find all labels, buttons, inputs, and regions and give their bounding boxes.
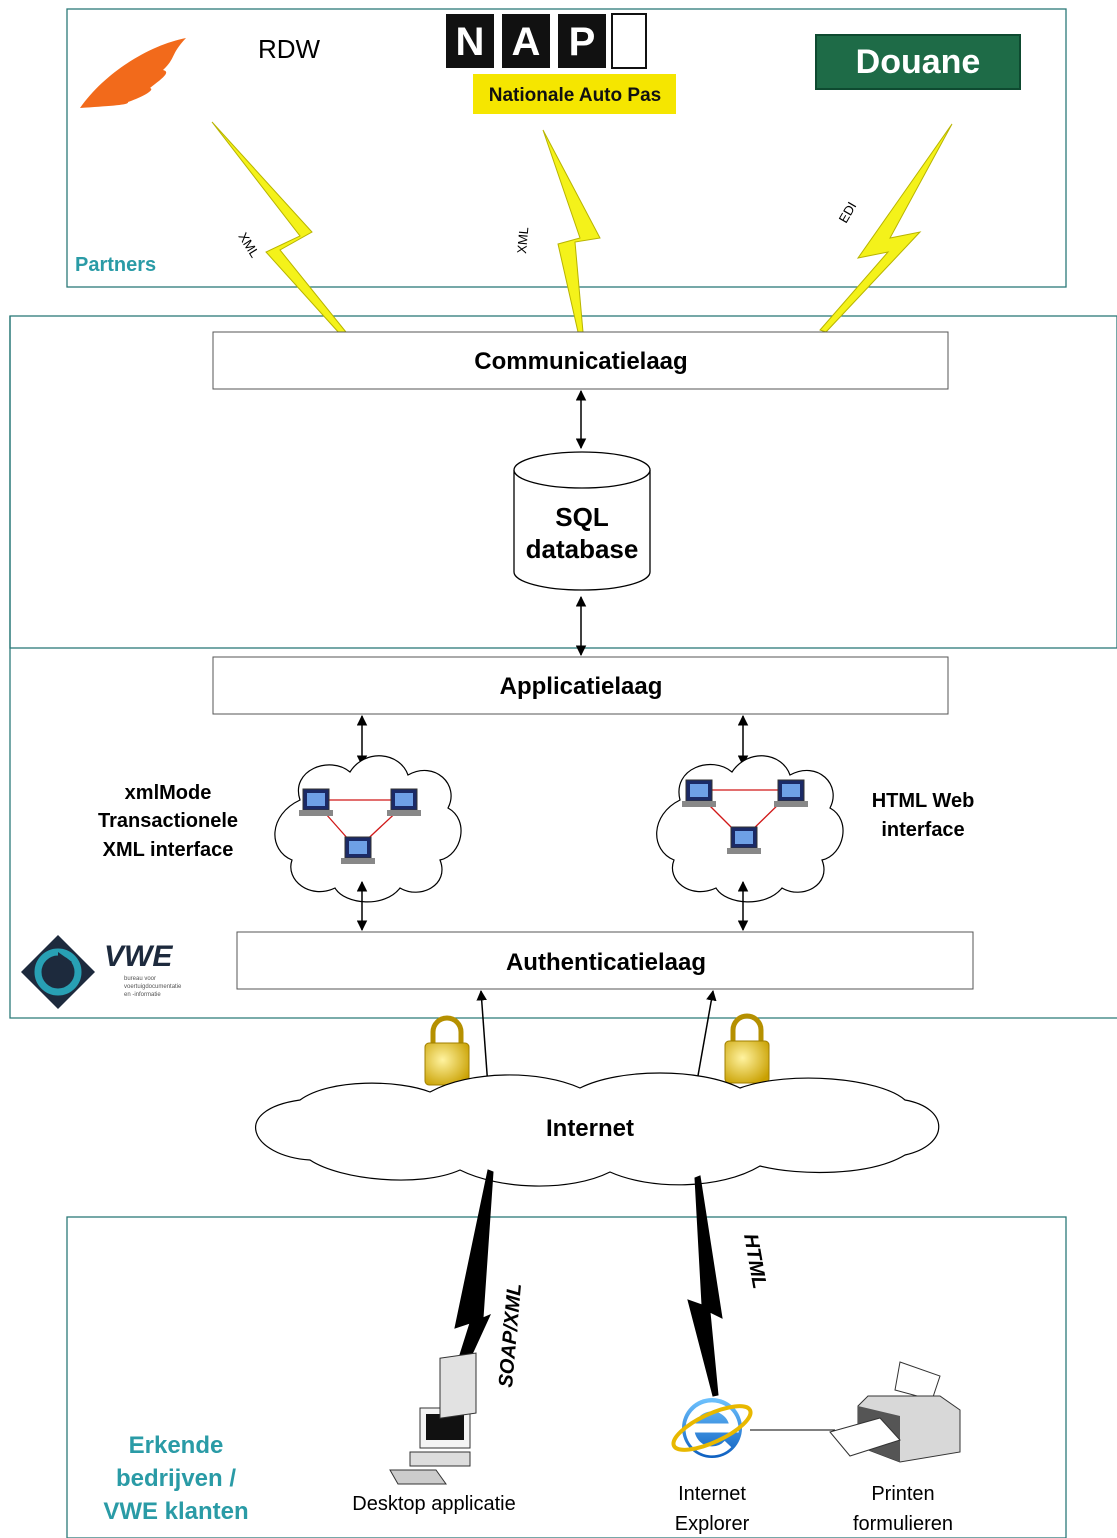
xml-interface-label-line1: xmlMode	[125, 782, 212, 804]
nap-logo: N A P Nationale Auto Pas	[446, 13, 676, 114]
browser-label-line2: Explorer	[675, 1513, 750, 1535]
vwe-logo: VWE bureau voor voertuigdocumentatie en …	[21, 935, 182, 1009]
vwe-tagline-line1: bureau voor	[124, 976, 156, 982]
lightning-bolt-icon	[542, 129, 601, 333]
partners-frame	[66, 8, 1067, 288]
database-label-line1: SQL	[555, 502, 609, 532]
vwe-logo-name: VWE	[104, 940, 173, 973]
feather-logo	[80, 38, 186, 108]
bidirectional-arrow	[692, 989, 717, 1089]
application-layer-label: Applicatielaag	[500, 673, 663, 700]
partners-label: Partners	[75, 254, 156, 276]
authentication-layer-box	[236, 931, 974, 990]
network-cloud-right	[656, 755, 844, 903]
lightning-bolt-icon	[819, 123, 953, 333]
desktop-app-label: Desktop applicatie	[352, 1493, 515, 1515]
svg-text:Douane: Douane	[856, 43, 981, 81]
desktop-computer-icon	[389, 1352, 477, 1485]
clients-label-line1: Erkende	[129, 1432, 224, 1459]
bidirectional-arrow	[476, 989, 493, 1089]
vwe-tagline-line3: en -informatie	[124, 992, 161, 998]
nap-letter-a: A	[512, 20, 541, 64]
vwe-tagline-line2: voertuigdocumentatie	[124, 984, 182, 990]
clients-frame	[66, 1216, 1067, 1538]
application-layer-box	[212, 656, 949, 715]
database-label-line2: database	[526, 534, 639, 564]
soap-xml-label: SOAP/XML	[495, 1282, 526, 1388]
xml-link-label: XML	[235, 230, 262, 261]
printer-label-line1: Printen	[871, 1483, 934, 1505]
douane-logo: Douane	[815, 34, 1021, 90]
database-icon	[513, 451, 651, 591]
internet-label: Internet	[546, 1115, 634, 1142]
lightning-bolt-icon	[687, 1175, 723, 1397]
browser-label-line1: Internet	[678, 1483, 746, 1505]
printer-icon	[829, 1361, 961, 1463]
edi-link-label: EDI	[836, 199, 860, 225]
xml-interface-label-line3: XML interface	[103, 839, 234, 861]
xml-link-label: XML	[514, 226, 531, 254]
clients-label-line3: VWE klanten	[103, 1498, 248, 1525]
printer-label-line2: formulieren	[853, 1513, 953, 1535]
nap-subtitle: Nationale Auto Pas	[489, 85, 661, 106]
lightning-bolt-icon	[211, 121, 347, 335]
rdw-logo: RDW	[258, 34, 321, 64]
network-cloud-left	[274, 755, 462, 903]
clients-label-line2: bedrijven /	[116, 1465, 236, 1492]
xml-interface-label-line2: Transactionele	[98, 810, 238, 832]
authentication-layer-label: Authenticatielaag	[506, 949, 706, 976]
html-protocol-label: HTML	[739, 1232, 770, 1291]
communication-layer-label: Communicatielaag	[474, 348, 687, 375]
padlock-icon	[724, 1013, 770, 1084]
html-interface-label-line2: interface	[881, 819, 964, 841]
internet-cloud	[255, 1072, 940, 1187]
communication-layer-box	[212, 331, 949, 390]
nap-letter-n: N	[456, 20, 485, 64]
padlock-icon	[424, 1015, 470, 1086]
internet-explorer-icon	[671, 1398, 753, 1458]
nap-letter-p: P	[569, 20, 596, 64]
html-interface-label-line1: HTML Web	[872, 790, 975, 812]
